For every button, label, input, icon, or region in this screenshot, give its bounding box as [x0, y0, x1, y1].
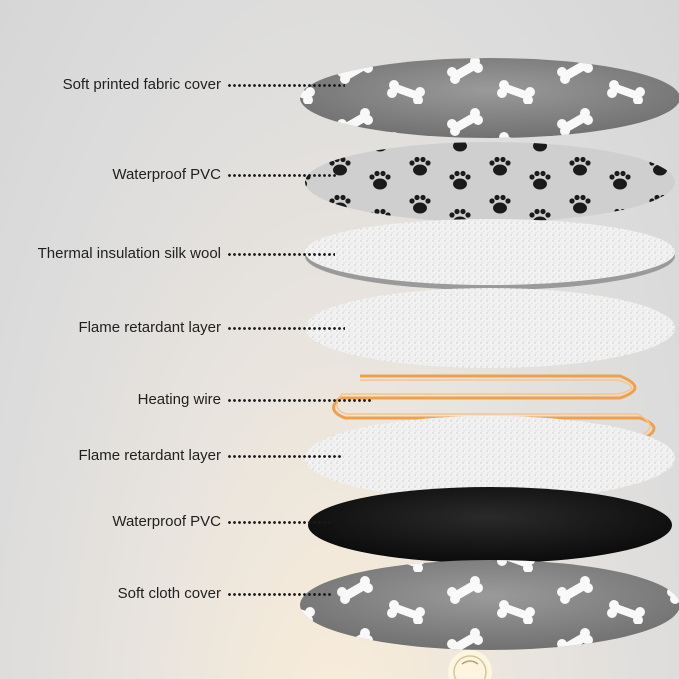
heating-wire-coil — [330, 374, 656, 442]
label-row-2: Waterproof PVC — [0, 165, 679, 185]
fabric-cover-top-layer — [300, 58, 679, 138]
label-row-3: Thermal insulation silk wool — [0, 244, 679, 264]
dotted-leader-line — [227, 84, 345, 87]
pvc-paw-layer — [305, 142, 675, 222]
dotted-leader-line — [227, 521, 331, 524]
label-row-5: Heating wire — [0, 390, 679, 410]
label-flame-retardant-layer-upper: Flame retardant layer — [78, 319, 221, 336]
label-thermal-insulation-silk-wool: Thermal insulation silk wool — [37, 245, 221, 262]
flame-retardant-layer-lower — [305, 416, 675, 500]
label-soft-printed-fabric-cover: Soft printed fabric cover — [62, 76, 221, 93]
label-row-4: Flame retardant layer — [0, 318, 679, 338]
wool-layer — [305, 219, 675, 290]
label-waterproof-pvc-lower: Waterproof PVC — [112, 513, 221, 530]
label-row-7: Waterproof PVC — [0, 512, 679, 532]
cloth-cover-bottom-layer — [300, 560, 679, 650]
label-row-1: Soft printed fabric cover — [0, 75, 679, 95]
dotted-leader-line — [227, 593, 331, 596]
label-row-6: Flame retardant layer — [0, 446, 679, 466]
dotted-leader-line — [227, 399, 373, 402]
dotted-leader-line — [227, 174, 337, 177]
flame-retardant-layer-upper — [305, 288, 675, 368]
pvc-black-layer — [308, 487, 672, 563]
dotted-leader-line — [227, 327, 345, 330]
label-heating-wire: Heating wire — [137, 391, 221, 408]
dotted-leader-line — [227, 455, 343, 458]
label-row-8: Soft cloth cover — [0, 584, 679, 604]
label-flame-retardant-layer-lower: Flame retardant layer — [78, 447, 221, 464]
label-waterproof-pvc-upper: Waterproof PVC — [112, 166, 221, 183]
label-soft-cloth-cover: Soft cloth cover — [117, 585, 221, 602]
dotted-leader-line — [227, 253, 335, 256]
